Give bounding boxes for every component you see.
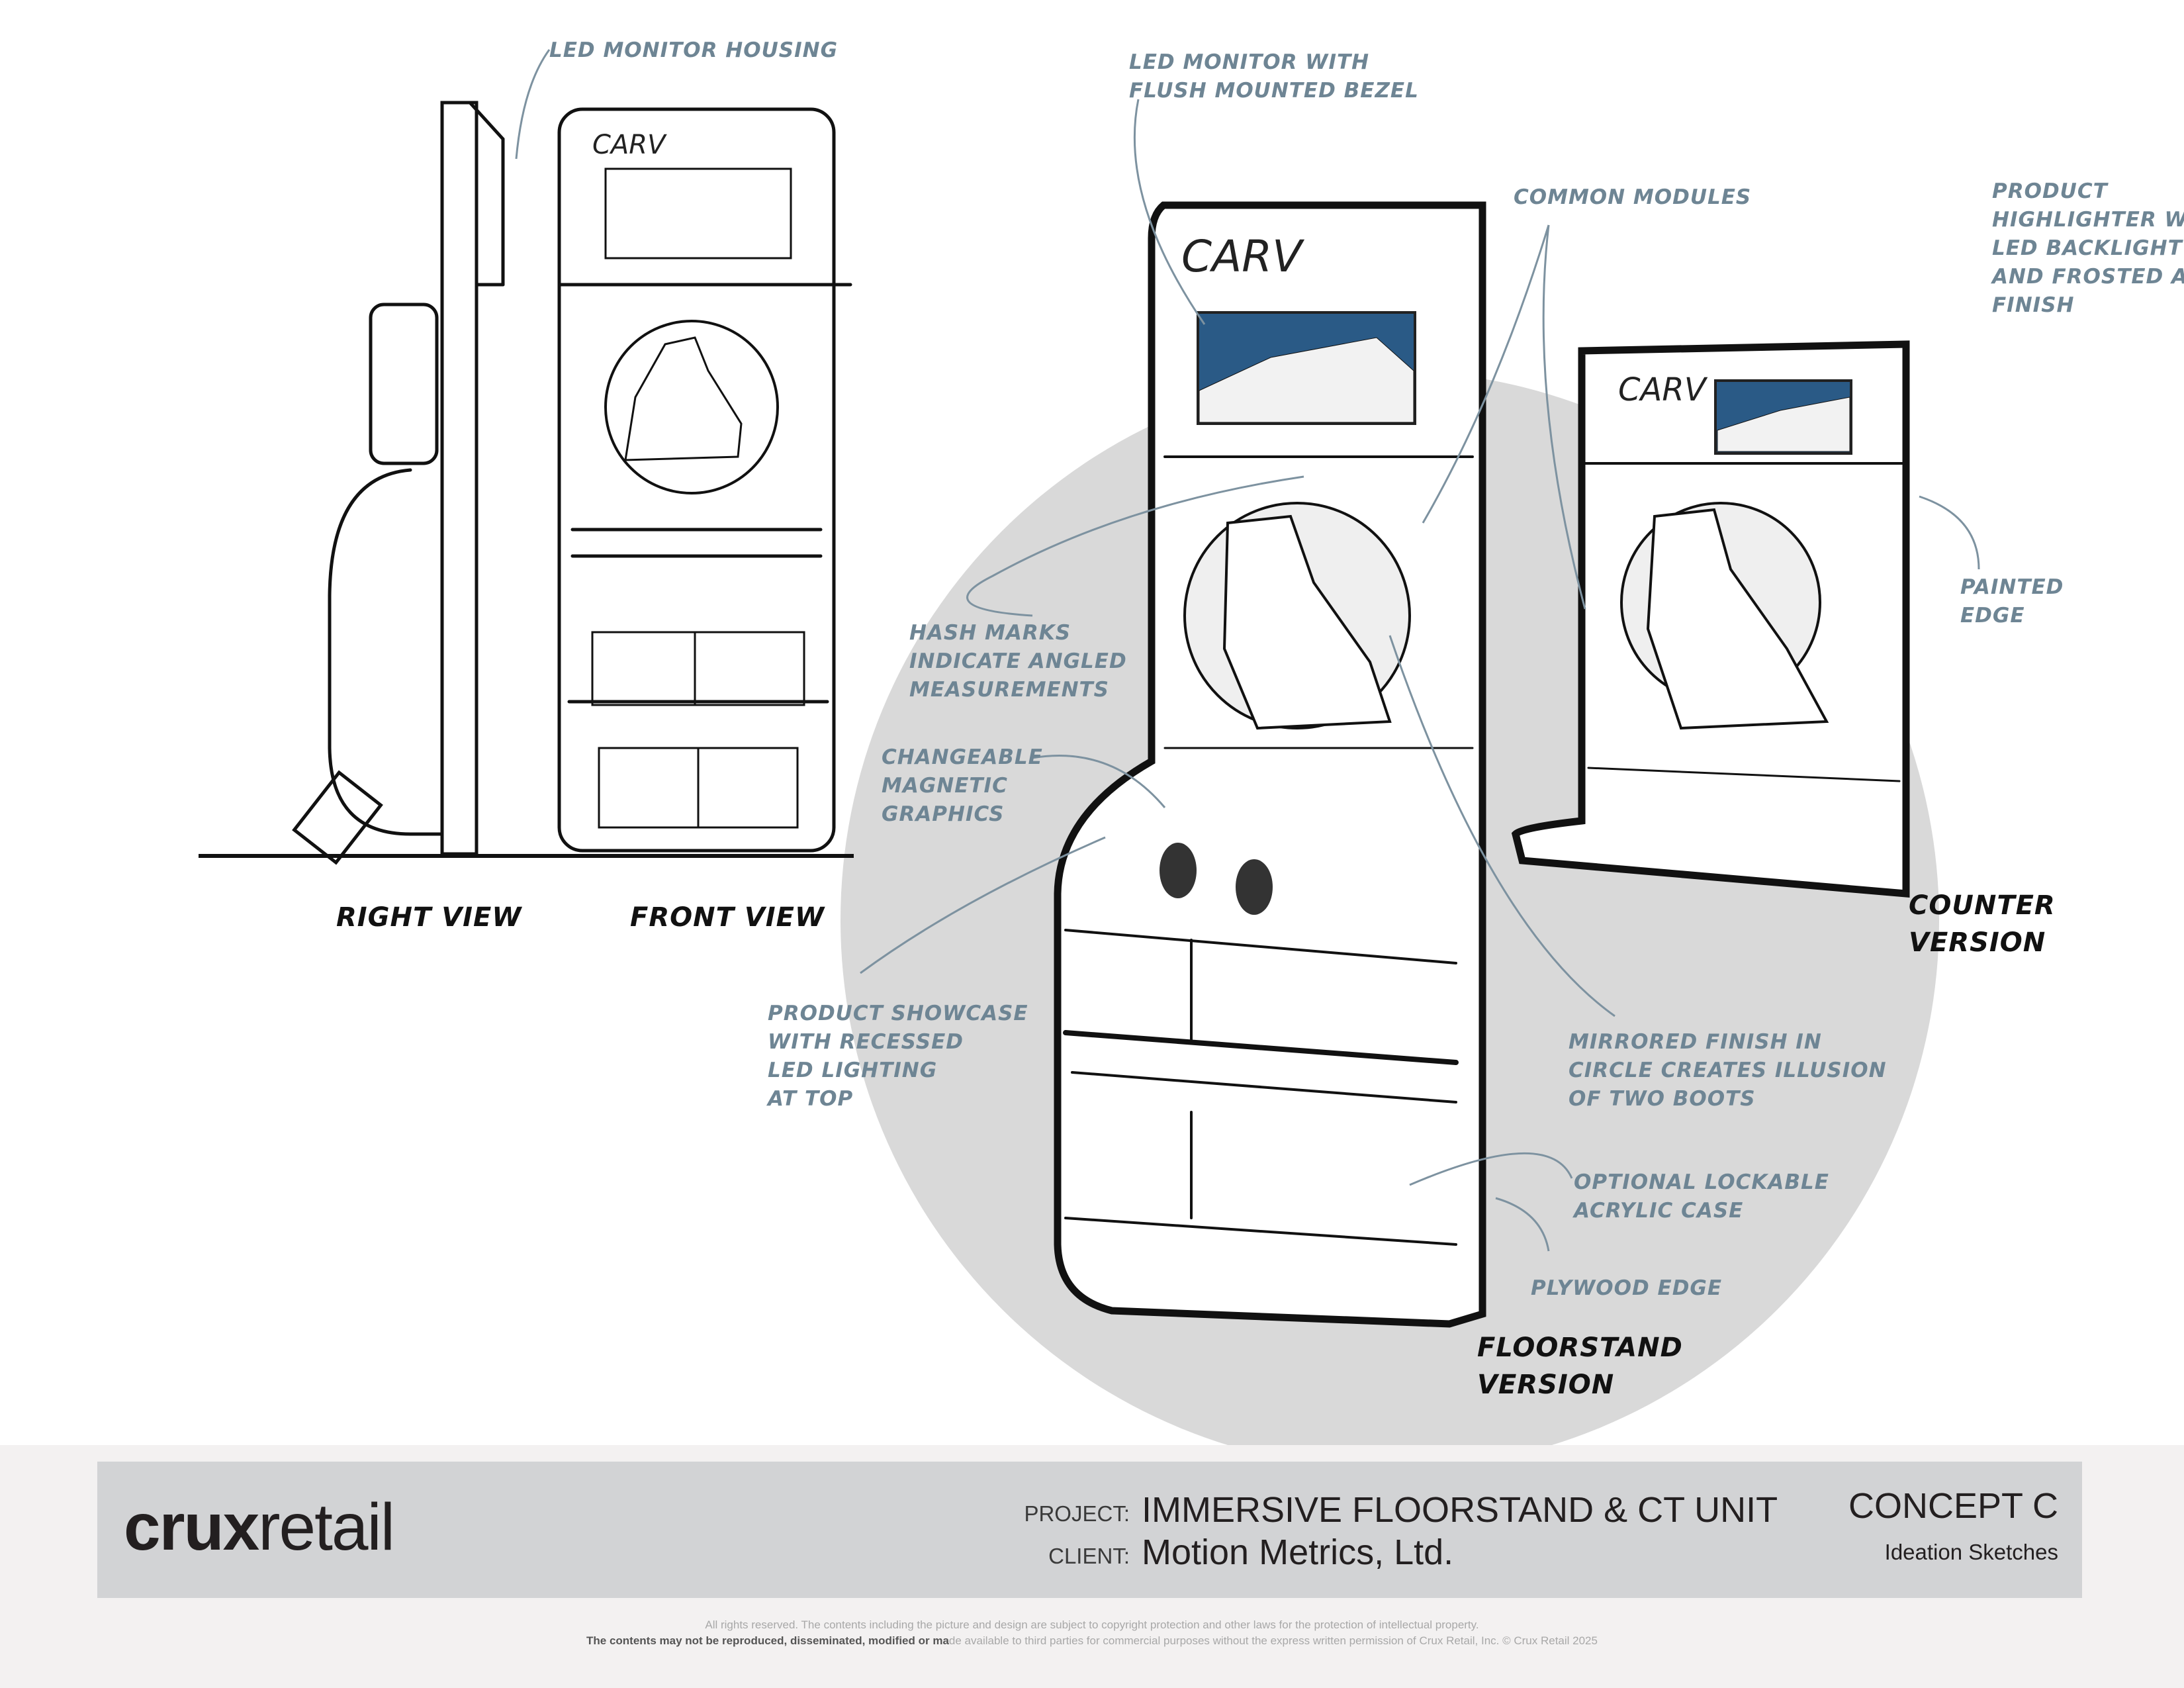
front-view-carv: CARV [592, 130, 667, 160]
note-product-showcase: PRODUCT SHOWCASE WITH RECESSED LED LIGHT… [768, 1002, 1028, 1111]
note-mirrored-finish: MIRRORED FINISH IN CIRCLE CREATES ILLUSI… [1569, 1030, 1887, 1111]
concept-title: CONCEPT C [1848, 1486, 2058, 1526]
project-value: IMMERSIVE FLOORSTAND & CT UNIT [1142, 1490, 1778, 1530]
label-front-view: FRONT VIEW [630, 902, 825, 933]
project-label: PROJECT: [1024, 1501, 1130, 1526]
counter-sketch [1511, 340, 1910, 898]
crux-retail-logo: cruxretail [124, 1489, 395, 1566]
legal-line-2: The contents may not be reproduced, diss… [0, 1634, 2184, 1648]
note-changeable-graphics: CHANGEABLE MAGNETIC GRAPHICS [882, 745, 1043, 826]
note-lockable-case: OPTIONAL LOCKABLE ACRYLIC CASE [1574, 1170, 1829, 1223]
legal-line-1: All rights reserved. The contents includ… [705, 1618, 1479, 1631]
client-value: Motion Metrics, Ltd. [1142, 1532, 1454, 1572]
note-led-monitor-bezel: LED MONITOR WITH FLUSH MOUNTED BEZEL [1129, 50, 1419, 103]
logo-bold-text: crux [124, 1490, 259, 1564]
floorstand-carv: CARV [1181, 231, 1304, 282]
legal-line-2-rest: de available to third parties for commer… [948, 1634, 1598, 1647]
label-right-view: RIGHT VIEW [336, 902, 522, 933]
note-led-monitor-housing: LED MONITOR HOUSING [549, 38, 839, 62]
note-product-highlighter: PRODUCT HIGHLIGHTER WITH LED BACKLIGHT E… [1992, 179, 2184, 317]
annotation-leaders [515, 49, 1980, 1252]
client-label: CLIENT: [1048, 1544, 1130, 1568]
note-common-modules: COMMON MODULES [1514, 185, 1752, 209]
right-view-sketch [292, 101, 505, 865]
title-block: cruxretail PROJECT: IMMERSIVE FLOORSTAND… [97, 1462, 2082, 1598]
note-hash-marks: HASH MARKS INDICATE ANGLED MEASUREMENTS [909, 621, 1127, 702]
counter-carv: CARV [1618, 371, 1708, 408]
concept-subtitle: Ideation Sketches [1884, 1540, 2058, 1564]
front-view-sketch [557, 107, 852, 853]
logo-light-text: retail [258, 1490, 395, 1564]
note-painted-edge: PAINTED EDGE [1960, 575, 2064, 628]
label-counter-version: COUNTER VERSION [1909, 890, 2056, 958]
legal-line-2-bold: The contents may not be reproduced, diss… [586, 1634, 949, 1647]
floorstand-sketch [1054, 201, 1486, 1328]
label-floorstand-version: FLOORSTAND VERSION [1477, 1333, 1683, 1400]
note-plywood-edge: PLYWOOD EDGE [1531, 1276, 1723, 1300]
